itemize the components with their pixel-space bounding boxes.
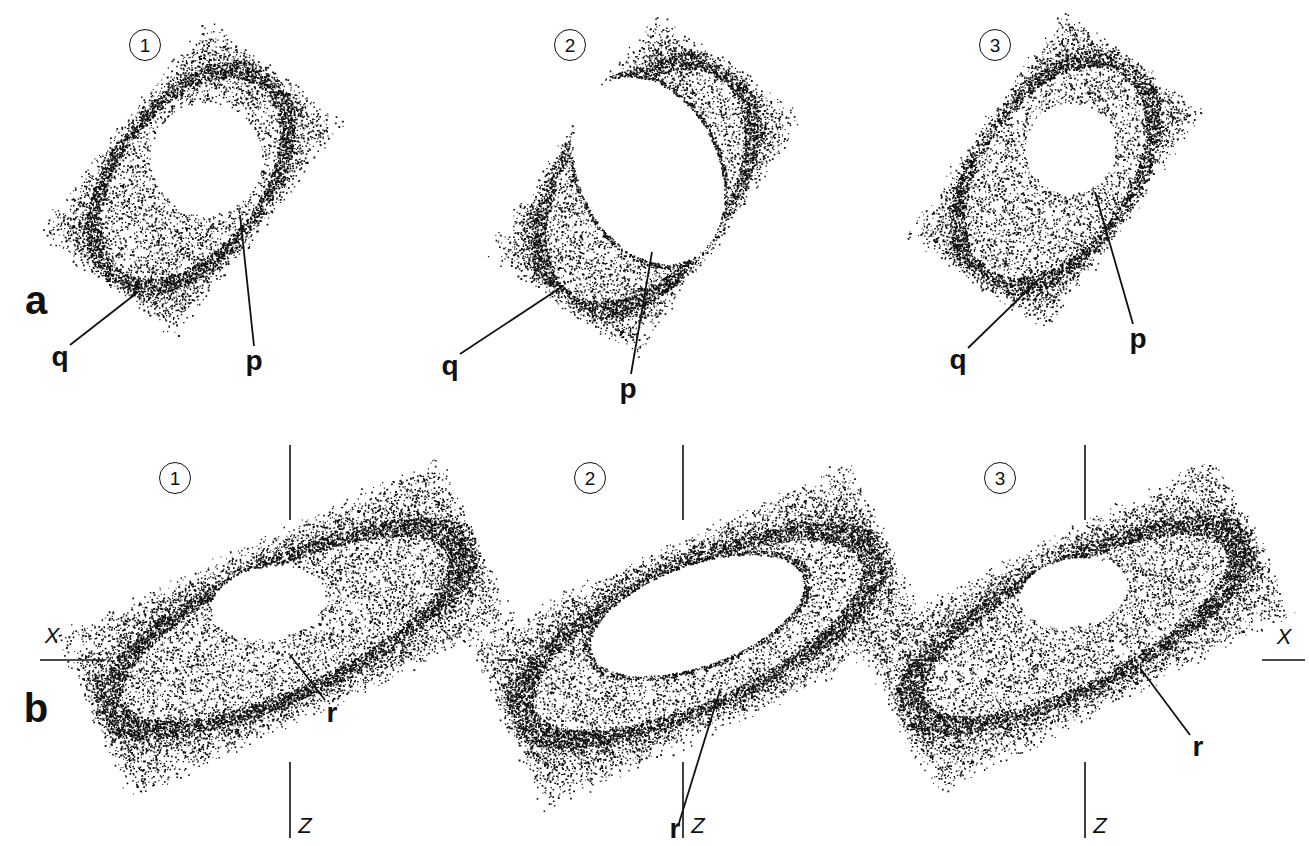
- panel-number: 2: [565, 36, 576, 55]
- axis-label: X: [45, 625, 60, 647]
- stippled-section: [866, 464, 1295, 792]
- stipple-sections: [43, 13, 1295, 812]
- axis-label: Z: [691, 815, 704, 837]
- circled-number: 2: [554, 29, 586, 61]
- panel-letter: b: [24, 688, 48, 728]
- panel-number: 3: [995, 469, 1006, 488]
- leader-lines: [70, 192, 1190, 823]
- stippled-section: [56, 460, 514, 795]
- axis-tick: [910, 659, 930, 661]
- circled-number: 2: [574, 462, 606, 494]
- leader-line: [460, 288, 560, 354]
- part-letter: p: [619, 375, 636, 403]
- circled-number: 1: [129, 29, 161, 61]
- part-letter: q: [949, 346, 966, 374]
- axis-label: Z: [298, 815, 311, 837]
- axis-label: X: [1277, 626, 1292, 648]
- panel-number: 1: [170, 469, 181, 488]
- panel-number: 2: [585, 469, 596, 488]
- axis-tick: [498, 659, 518, 661]
- leader-line: [70, 292, 138, 345]
- part-letter: r: [670, 815, 681, 843]
- leader-line: [1095, 192, 1133, 324]
- circled-number: 3: [979, 29, 1011, 61]
- panel-number: 3: [990, 36, 1001, 55]
- axis-tick: [1084, 445, 1086, 520]
- axis-tick: [682, 445, 684, 520]
- axis-tick: [40, 659, 105, 661]
- part-letter: r: [327, 699, 338, 727]
- axis-tick: [1262, 659, 1305, 661]
- circled-number: 3: [984, 462, 1016, 494]
- circled-number: 1: [159, 462, 191, 494]
- axis-ticks: [40, 445, 1305, 838]
- part-letter: p: [1129, 325, 1146, 353]
- stippled-section: [43, 24, 344, 337]
- part-letter: r: [1193, 733, 1204, 761]
- leader-line: [290, 655, 325, 700]
- part-letter: p: [245, 347, 262, 375]
- leader-line: [1140, 668, 1190, 735]
- axis-tick: [289, 445, 291, 520]
- panel-letter: a: [25, 280, 47, 320]
- leader-line: [968, 278, 1040, 348]
- leader-line: [240, 215, 254, 346]
- leader-line: [679, 690, 720, 823]
- axis-tick: [289, 762, 291, 838]
- axis-tick: [1084, 762, 1086, 838]
- panel-number: 1: [140, 36, 151, 55]
- stippled-section: [908, 13, 1203, 326]
- part-letter: q: [51, 343, 68, 371]
- part-letter: q: [441, 352, 458, 380]
- axis-tick: [682, 762, 684, 838]
- leader-line: [631, 252, 652, 374]
- axis-label: Z: [1093, 815, 1106, 837]
